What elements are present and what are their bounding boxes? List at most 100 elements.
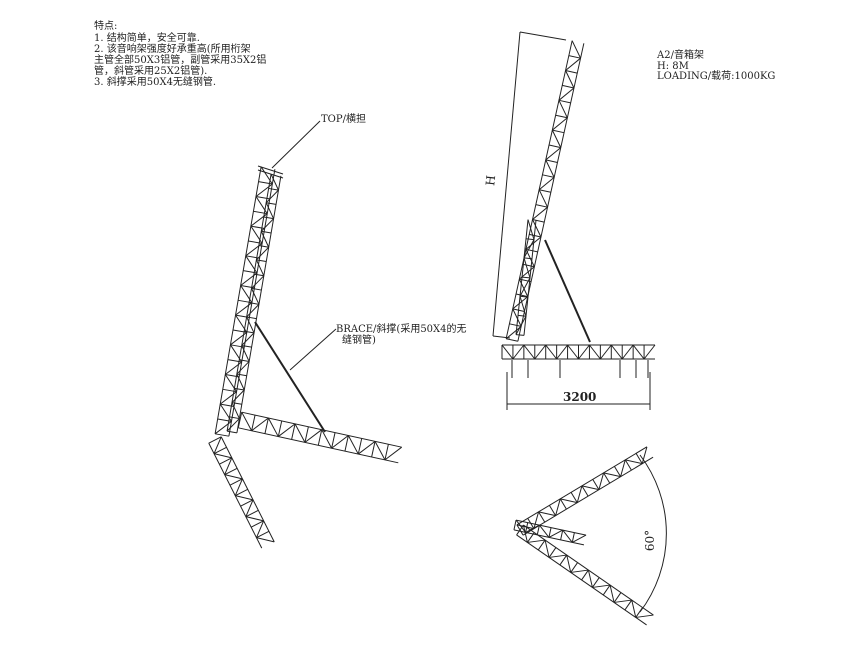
mast-left-back-rung [246, 316, 257, 320]
mast-left-lacing [219, 391, 237, 405]
mast-right-rung [509, 323, 522, 327]
mast-right-rung [506, 338, 518, 342]
plan-center-lacing [562, 529, 573, 543]
plan-arm-bottom-rung [559, 554, 568, 566]
mast-left-back-lacing [270, 173, 279, 191]
base-truss-lacing [534, 344, 547, 360]
mast-left-back-lacing [246, 316, 255, 334]
leg-left-rung [229, 478, 243, 486]
callout-top: TOP/横担 [321, 114, 366, 125]
mast-left-rung [250, 225, 265, 230]
plan-arm-bottom-lacing [631, 599, 637, 618]
plan-arm-top-lacing [538, 511, 556, 517]
base-truss-lacing [621, 344, 634, 360]
boom-left-rung [291, 423, 296, 440]
plan-arm-bottom-lacing [614, 599, 632, 603]
plan-arm-top-rung [559, 498, 567, 510]
boom-left-lacing [304, 429, 323, 443]
rear-mast-right-rung [515, 334, 525, 336]
mast-right-rung [515, 293, 528, 298]
leg-left-rung [256, 530, 270, 539]
mast-left-back-lacing [260, 231, 270, 248]
mast-right-lacing [545, 147, 562, 161]
dimension-ext-top [519, 31, 567, 41]
mast-left-back-rung [266, 202, 277, 205]
leg-left-lacing [245, 499, 254, 517]
mast-right-lacing [512, 308, 522, 327]
base-truss-lacing [512, 344, 525, 360]
mast-left-back-rung [261, 230, 272, 234]
base-truss-lacing [599, 344, 612, 360]
leg-left-lacing [255, 520, 265, 538]
leg-left-chord [208, 442, 263, 549]
plan-center-rung [548, 527, 552, 538]
mast-left-back-lacing [241, 345, 250, 362]
mast-left-lacing [255, 183, 273, 197]
leg-left-rung [224, 467, 238, 476]
rear-mast-right-lacing [519, 296, 527, 317]
mast-right-lacing [532, 206, 548, 220]
mast-left-back-rung [239, 359, 250, 362]
plan-arm-top-rung [581, 485, 589, 497]
mast-left-lacing [260, 166, 273, 185]
mast-left-back-lacing [241, 332, 255, 346]
boom-left-lacing [241, 411, 253, 431]
mast-right-lacing [565, 70, 575, 89]
plan-arm-top-rung [570, 492, 578, 503]
base-truss-lacing [501, 344, 514, 360]
plan-arm-top-lacing [641, 446, 648, 464]
plan-arm-bottom-lacing [544, 539, 550, 558]
mast-left-back-rung [253, 273, 264, 277]
base-truss-lacing [578, 344, 590, 360]
mast-right-rung [548, 144, 561, 149]
mast-left-lacing [250, 225, 263, 244]
base-truss-lacing [632, 344, 645, 360]
plan-arm-top-lacing [533, 511, 540, 529]
brace-right [544, 239, 591, 343]
feature-line-1: 1. 结构简单，安全可靠. [94, 33, 200, 44]
leg-left-rung [219, 457, 233, 465]
mast-left-lacing [225, 361, 242, 375]
mast-left-back-lacing [226, 418, 240, 432]
mast-left-back-lacing [265, 189, 279, 204]
plan-arm-bottom-lacing [549, 554, 567, 558]
leg-left-rung [240, 499, 254, 507]
plan-arm-bottom-rung [581, 569, 589, 581]
leg-left-lacing [234, 478, 243, 496]
mast-left-back-rung [229, 416, 240, 420]
boom-left-lacing [331, 435, 349, 449]
plan-center-rung [560, 530, 564, 540]
plan-center-rung [571, 532, 575, 543]
boom-left-rung [344, 435, 349, 452]
base-truss-lacing [610, 344, 623, 360]
mast-left-back-rung [231, 402, 242, 405]
boom-left-lacing [294, 423, 306, 443]
mast-left-back-lacing [255, 259, 265, 276]
plan-arm-top-rung [613, 466, 622, 477]
plan-arm-bottom-lacing [570, 569, 589, 573]
plan-arm-top-lacing [603, 472, 621, 478]
leg-left-lacing [235, 495, 254, 501]
plan-arm-bottom-rung [592, 577, 600, 588]
plan-arm-bottom-rung [516, 524, 524, 536]
boom-left-lacing [251, 417, 269, 432]
plan-arm-top-rung [548, 505, 557, 516]
boom-left-rung [357, 438, 363, 455]
plan-arm-top-rung [603, 472, 611, 484]
rear-mast-right-rung [525, 238, 535, 241]
plan-arm-top-lacing [620, 459, 626, 477]
mast-right-rung [542, 174, 555, 178]
dimension-width-label: 3200 [563, 390, 597, 404]
mast-right-rung [545, 159, 558, 163]
spec-model: A2/音箱架 [657, 50, 704, 61]
plan-arm-bottom-rung [570, 562, 578, 573]
boom-left-lacing [267, 417, 279, 437]
mast-left-back-lacing [251, 288, 260, 305]
mast-right-rung [522, 263, 535, 268]
plan-arm-bottom-rung [624, 599, 633, 611]
base-truss-lacing [643, 344, 656, 360]
feature-line-3: 主管全部50X3铝管，副管采用35X2铝 [94, 55, 267, 66]
mast-right-lacing [571, 40, 582, 59]
leg-left-lacing [213, 436, 222, 454]
